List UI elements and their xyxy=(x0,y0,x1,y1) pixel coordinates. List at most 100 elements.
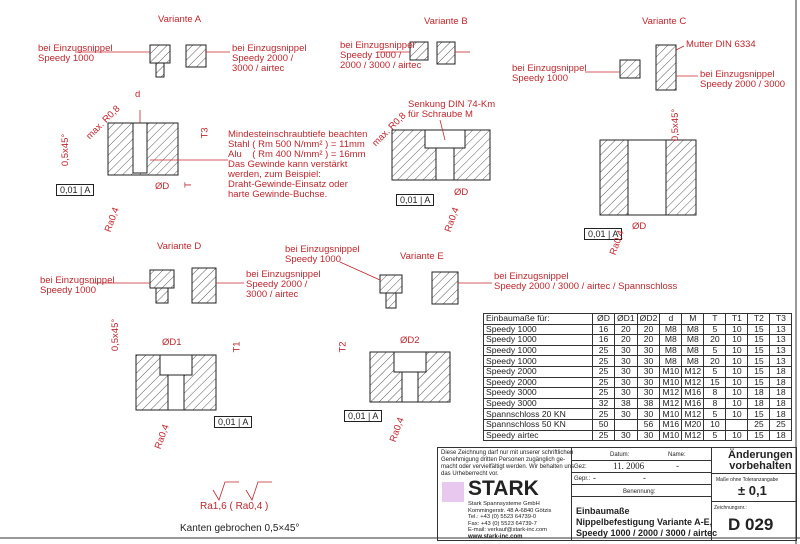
table-cell: 20 xyxy=(703,355,727,367)
table-cell: 10 xyxy=(725,355,749,367)
table-cell: T xyxy=(703,313,727,325)
table-cell: M8 xyxy=(681,344,705,357)
table-cell: ØD xyxy=(592,313,615,325)
table-cell: 30 xyxy=(614,344,638,357)
table-cell xyxy=(614,418,638,431)
table-cell: 5 xyxy=(703,344,727,357)
table-cell: M12 xyxy=(681,376,705,389)
dim-chamfer-c: 0,5x45° xyxy=(670,108,682,142)
table-cell: Speedy 3000 xyxy=(483,387,593,399)
thread-depth-note: Mindesteinschraubtiefe beachten Stahl ( … xyxy=(228,129,368,200)
table-cell: 15 xyxy=(747,408,771,420)
table-cell: M10 xyxy=(659,429,683,442)
table-cell: ØD2 xyxy=(636,313,661,325)
table-cell: Speedy 2000 xyxy=(483,376,593,389)
drawn-label: Gez: xyxy=(574,464,587,470)
dim-od1-d: ØD1 xyxy=(162,337,182,348)
table-cell: 30 xyxy=(636,376,661,389)
table-cell: Speedy 1000 xyxy=(483,334,593,346)
dim-t3: T3 xyxy=(199,127,211,139)
variant-c-label: Variante C xyxy=(642,16,687,27)
table-cell: d xyxy=(659,313,683,325)
table-cell: 15 xyxy=(747,334,771,346)
checked-name: - xyxy=(643,473,646,483)
website: www.stark-inc.com xyxy=(468,534,523,540)
callout-b1: bei Einzugsnippel Speedy 1000 / 2000 / 3… xyxy=(340,40,422,71)
table-cell: 30 xyxy=(636,355,661,367)
table-cell: 25 xyxy=(592,355,615,367)
table-cell: 18 xyxy=(747,397,771,410)
table-cell: 13 xyxy=(769,355,793,367)
table-cell: 18 xyxy=(747,387,771,399)
table-cell: 10 xyxy=(725,387,749,399)
table-cell: 18 xyxy=(769,408,793,420)
table-cell: M8 xyxy=(681,334,705,346)
stark-logo xyxy=(442,482,464,502)
table-cell: 13 xyxy=(769,334,793,346)
table-cell: Spannschloss 50 KN xyxy=(483,418,593,431)
table-cell: 5 xyxy=(703,429,727,442)
table-cell: 13 xyxy=(769,323,793,336)
date-label: Datum: xyxy=(610,452,630,458)
table-cell: 10 xyxy=(725,334,749,346)
table-cell: 38 xyxy=(614,397,638,410)
table-cell: 30 xyxy=(614,365,638,378)
callout-d1: bei Einzugsnippel Speedy 1000 xyxy=(40,275,115,296)
dim-t1: T1 xyxy=(231,341,243,353)
table-cell: M12 xyxy=(659,387,683,399)
table-cell: 20 xyxy=(636,334,661,346)
tolerance-value: 0,01 xyxy=(348,411,366,421)
drawn-name: - xyxy=(676,461,679,471)
table-cell: M16 xyxy=(681,387,705,399)
table-cell: 10 xyxy=(725,397,749,410)
table-cell: 30 xyxy=(636,387,661,399)
tolerance-value: 0,01 xyxy=(588,229,606,239)
table-cell: M12 xyxy=(681,365,705,378)
table-cell: 10 xyxy=(725,344,749,357)
company-address: Stark Spannsysteme GmbH Kommingerstr. 48… xyxy=(468,501,552,534)
callout-d2: bei Einzugsnippel Speedy 2000 / 3000 / a… xyxy=(246,269,321,300)
callout-a2: bei Einzugsnippel Speedy 2000 / 3000 / a… xyxy=(232,43,307,74)
datum-ref: A xyxy=(424,195,431,205)
table-cell: 20 xyxy=(614,334,638,346)
table-cell: 25 xyxy=(769,418,793,431)
variant-c-section xyxy=(599,139,697,216)
table-cell: 18 xyxy=(769,429,793,442)
brand-name: STARK xyxy=(468,477,539,500)
table-cell: 30 xyxy=(636,429,661,442)
table-cell: 8 xyxy=(703,397,727,410)
table-cell: 10 xyxy=(725,408,749,420)
table-cell: 5 xyxy=(703,408,727,420)
table-cell: 5 xyxy=(703,323,727,336)
variant-b-label: Variante B xyxy=(424,16,468,27)
dim-t2: T2 xyxy=(337,341,349,353)
tolerance-value: 0,01 xyxy=(218,417,236,427)
table-cell: Einbaumaße für: xyxy=(483,313,593,325)
table-cell: 20 xyxy=(636,323,661,336)
table-cell: M20 xyxy=(681,418,705,431)
table-cell: 30 xyxy=(636,408,661,420)
callout-c3: bei Einzugsnippel Speedy 2000 / 3000 xyxy=(700,69,786,90)
table-cell: 16 xyxy=(592,334,615,346)
checked-date: - xyxy=(593,473,596,483)
table-cell: 25 xyxy=(592,387,615,399)
variant-b-section xyxy=(391,129,491,181)
dim-od-c: ØD xyxy=(632,221,647,232)
tolerance-frame-e: 0,01 | A xyxy=(344,410,383,422)
table-cell: 32 xyxy=(592,397,615,410)
table-cell: Speedy airtec xyxy=(483,429,593,442)
table-cell: 25 xyxy=(592,429,615,442)
table-cell: 18 xyxy=(769,376,793,389)
table-cell: M10 xyxy=(659,365,683,378)
dim-d: d xyxy=(135,89,141,100)
copyright-notice: Diese Zeichnung darf nur mit unserer sch… xyxy=(441,450,575,477)
table-cell: 15 xyxy=(747,355,771,367)
table-cell: 15 xyxy=(747,376,771,389)
table-cell: 15 xyxy=(747,365,771,378)
